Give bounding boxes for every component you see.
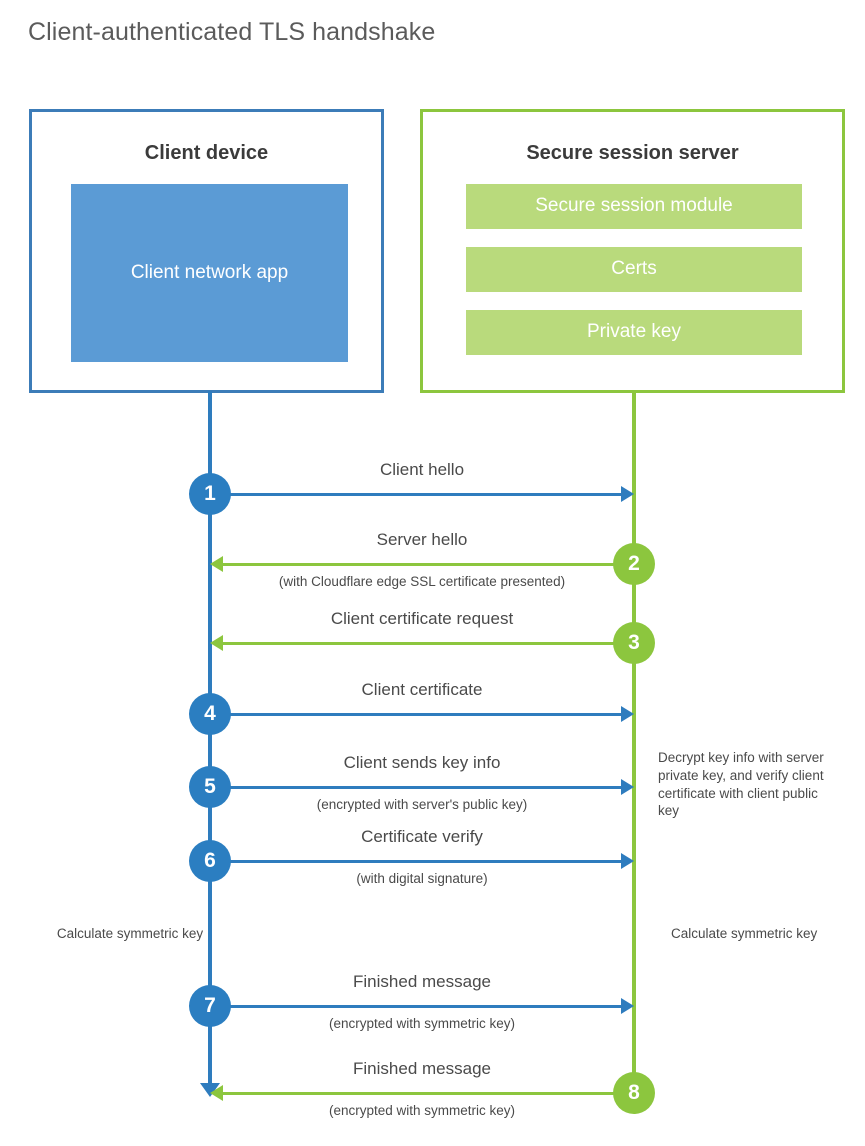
arrow-left-icon-2 (210, 556, 223, 572)
message-label-7: Finished message (353, 972, 491, 991)
server-calculate-symmetric-key-annotation: Calculate symmetric key (671, 926, 818, 941)
arrow-left-icon-3 (210, 635, 223, 651)
step-circle-2[interactable]: 2 (613, 543, 655, 585)
message-line-5 (210, 786, 622, 789)
message-sublabel-2: (with Cloudflare edge SSL certificate pr… (278, 574, 566, 589)
message-line-6 (210, 860, 622, 863)
client-device-box: Client device Client network app (29, 109, 384, 393)
message-line-3 (218, 642, 634, 645)
page-title: Client-authenticated TLS handshake (28, 18, 436, 46)
message-label-5: Client sends key info (343, 753, 501, 772)
message-label-8: Finished message (353, 1059, 491, 1078)
message-sublabel-6: (with digital signature) (356, 871, 488, 886)
message-sublabel-7: (encrypted with symmetric key) (328, 1016, 516, 1031)
message-label-4: Client certificate (361, 680, 483, 699)
secure-session-module-block: Secure session module (466, 184, 802, 229)
message-line-8 (218, 1092, 634, 1095)
client-lifeline (208, 391, 212, 1087)
client-calculate-symmetric-key-annotation: Calculate symmetric key (56, 926, 204, 941)
step-circle-8[interactable]: 8 (613, 1072, 655, 1114)
server-lifeline (632, 391, 636, 1093)
message-label-3: Client certificate request (330, 609, 514, 628)
message-label-2: Server hello (376, 530, 468, 549)
secure-session-server-title: Secure session server (526, 142, 739, 164)
message-line-7 (210, 1005, 622, 1008)
message-label-1: Client hello (379, 460, 465, 479)
step-circle-4[interactable]: 4 (189, 693, 231, 735)
arrow-right-icon-6 (621, 853, 634, 869)
arrow-right-icon-7 (621, 998, 634, 1014)
step-circle-5[interactable]: 5 (189, 766, 231, 808)
message-line-1 (210, 493, 622, 496)
step-circle-1[interactable]: 1 (189, 473, 231, 515)
client-network-app-block: Client network app (71, 184, 348, 362)
message-sublabel-5: (encrypted with server's public key) (316, 797, 528, 812)
step-circle-3[interactable]: 3 (613, 622, 655, 664)
step-circle-6[interactable]: 6 (189, 840, 231, 882)
secure-session-server-box: Secure session server Secure session mod… (420, 109, 845, 393)
client-device-title: Client device (144, 142, 269, 164)
message-line-2 (218, 563, 634, 566)
step-circle-7[interactable]: 7 (189, 985, 231, 1027)
arrow-right-icon-4 (621, 706, 634, 722)
message-line-4 (210, 713, 622, 716)
arrow-right-icon-1 (621, 486, 634, 502)
private-key-block: Private key (466, 310, 802, 355)
certs-block: Certs (466, 247, 802, 292)
arrow-right-icon-5 (621, 779, 634, 795)
message-label-6: Certificate verify (361, 827, 483, 846)
message-sublabel-8: (encrypted with symmetric key) (328, 1103, 516, 1118)
arrow-left-icon-8 (210, 1085, 223, 1101)
server-decrypt-annotation: Decrypt key info with server private key… (658, 750, 824, 819)
